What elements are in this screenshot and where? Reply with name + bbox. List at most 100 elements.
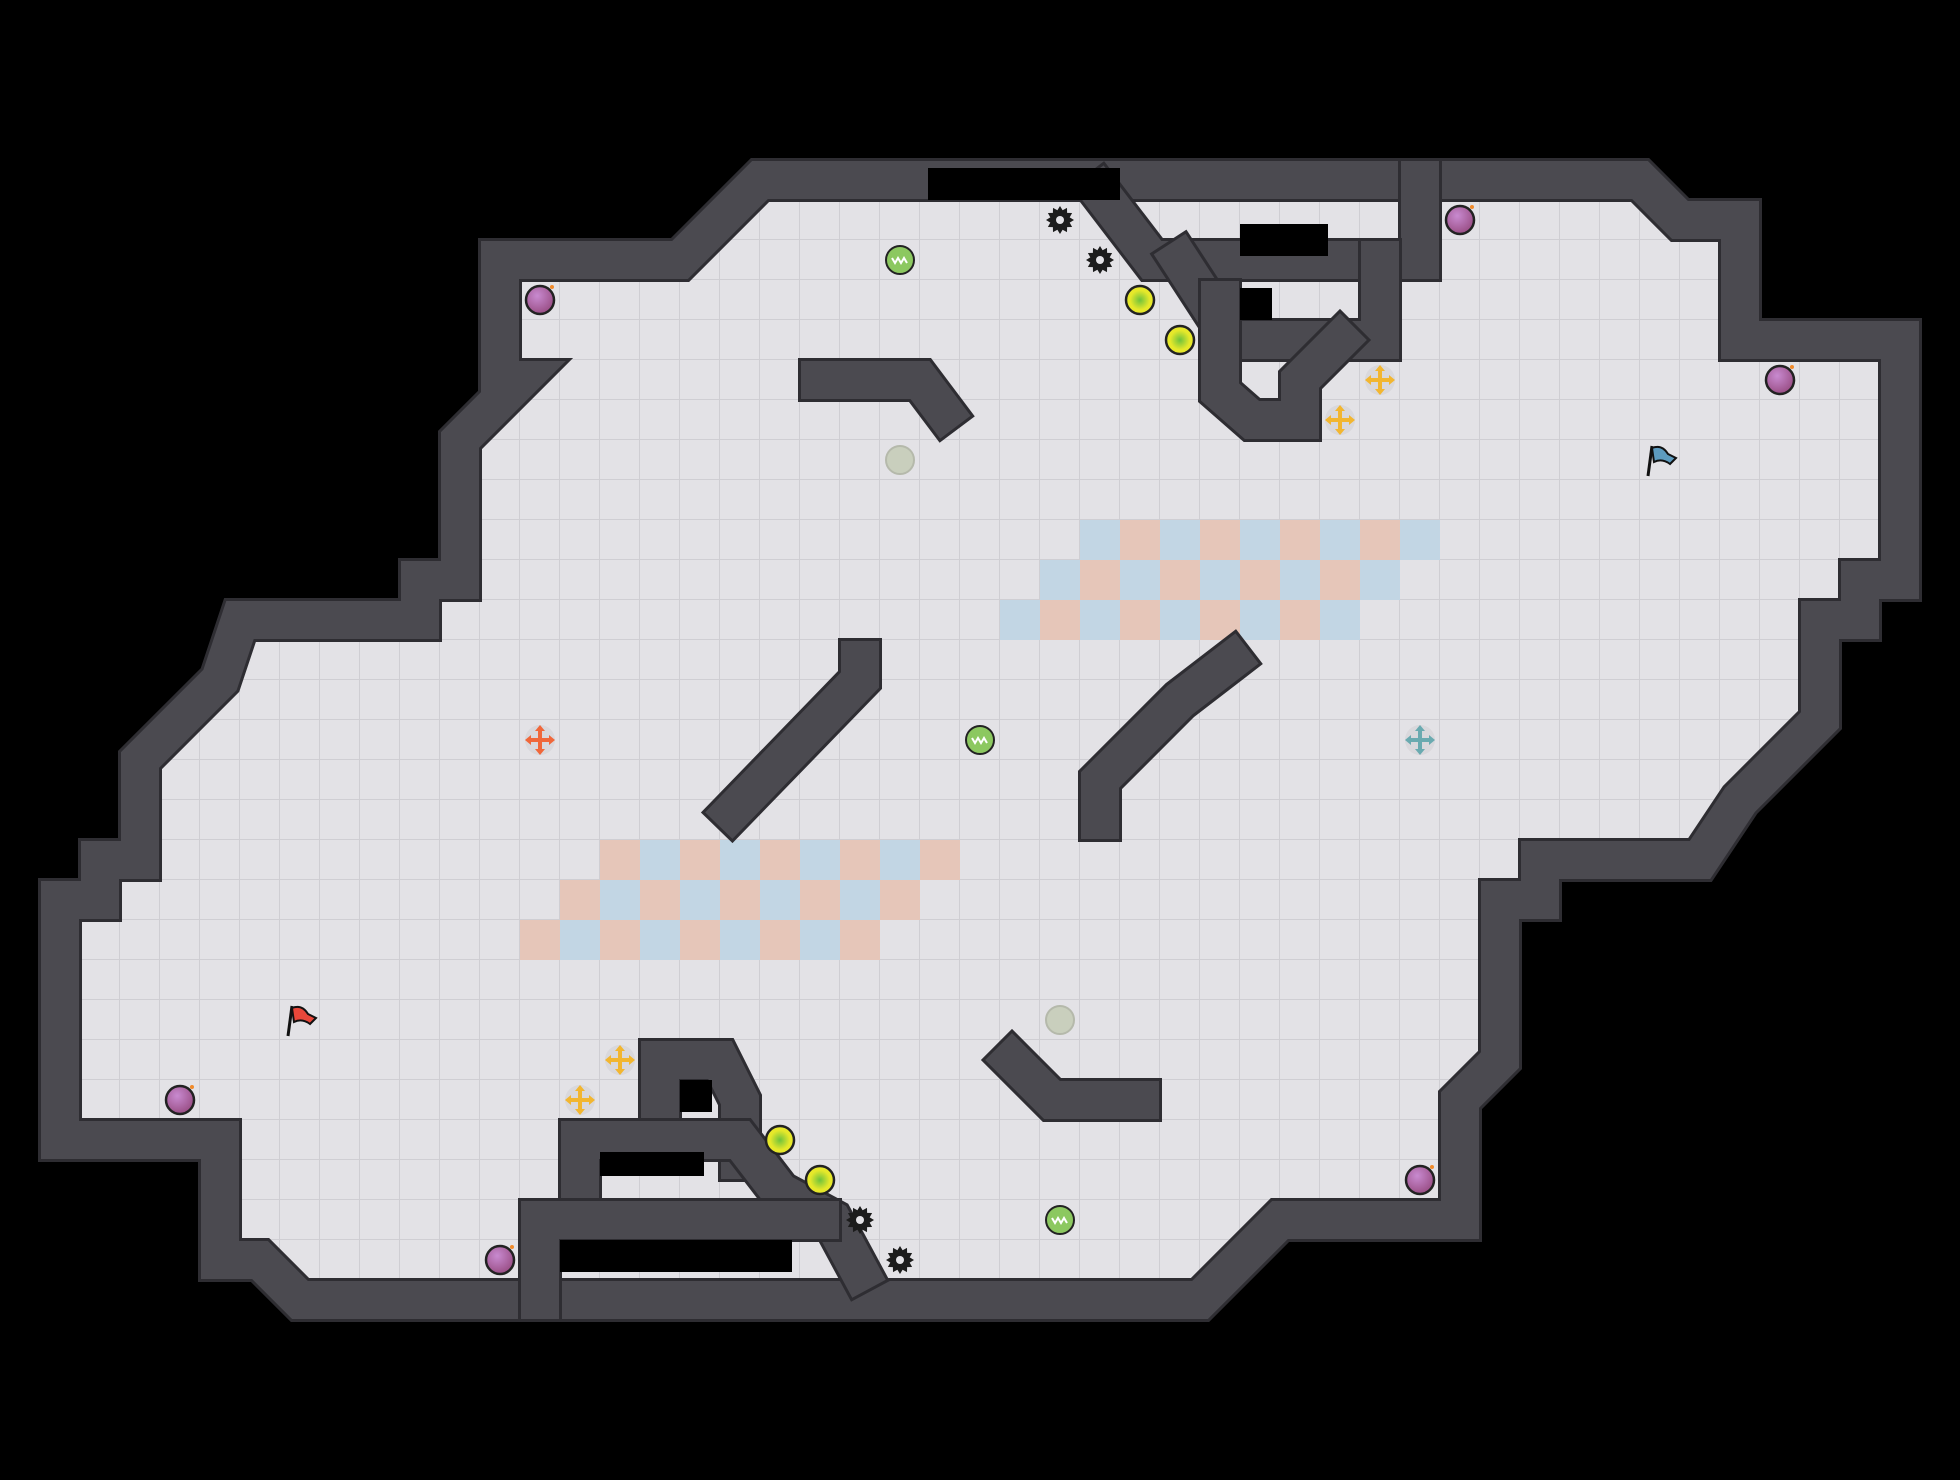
bomb-icon <box>484 1244 516 1276</box>
bomb-fuse <box>510 1245 514 1249</box>
speed-pad-icon <box>965 725 995 755</box>
powerup-body <box>1164 324 1196 356</box>
red-team-tile <box>1040 600 1080 640</box>
red-flag-icon-pole <box>286 1005 294 1037</box>
spike-icon <box>1086 246 1114 274</box>
blue-team-tile <box>1240 600 1280 640</box>
red-team-tile <box>800 880 840 920</box>
blue-team-tile <box>1320 600 1360 640</box>
powerup-icon <box>804 1164 836 1196</box>
void-area <box>1240 224 1328 256</box>
bomb-body <box>1764 364 1796 396</box>
blue-team-tile <box>880 840 920 880</box>
blue-team-tile <box>1360 560 1400 600</box>
spike-icon <box>886 1246 914 1274</box>
blue-flag-icon <box>1646 445 1678 477</box>
blue-team-tile <box>1200 560 1240 600</box>
bomb-icon <box>524 284 556 316</box>
red-team-tile <box>560 880 600 920</box>
blue-team-tile <box>720 920 760 960</box>
wall-diagonal-right <box>1081 633 1259 839</box>
spike-center <box>1056 216 1064 224</box>
spike-center <box>856 1216 864 1224</box>
red-team-tile <box>840 920 880 960</box>
wall-top-structure-c <box>1201 281 1367 439</box>
blue-boost-icon <box>1405 725 1435 755</box>
blue-flag-icon-pole <box>1646 445 1654 477</box>
powerup-icon <box>1124 284 1156 316</box>
spike-icon <box>846 1206 874 1234</box>
speed-pad-stripes <box>891 256 908 265</box>
powerup-body <box>804 1164 836 1196</box>
bomb-icon <box>164 1084 196 1116</box>
red-team-tile <box>1120 600 1160 640</box>
boost-icon-arrows <box>605 1045 635 1075</box>
bomb-fuse <box>1470 205 1474 209</box>
red-team-tile <box>1080 560 1120 600</box>
blue-team-tile <box>1280 560 1320 600</box>
boost-icon <box>1325 405 1355 435</box>
button-icon <box>885 445 915 475</box>
bomb-body <box>164 1084 196 1116</box>
wall-top-structure-a <box>1073 161 1439 279</box>
powerup-icon <box>764 1124 796 1156</box>
red-team-tile <box>760 920 800 960</box>
bomb-icon <box>1404 1164 1436 1196</box>
red-flag-icon-cloth <box>290 1005 318 1026</box>
powerup-body <box>764 1124 796 1156</box>
blue-boost-icon-arrows <box>1405 725 1435 755</box>
red-team-tile <box>1280 600 1320 640</box>
red-team-tile <box>880 880 920 920</box>
wall-diagonal-left <box>705 641 879 839</box>
red-team-tile <box>1120 520 1160 560</box>
speed-pad-icon <box>885 245 915 275</box>
blue-team-tile <box>600 880 640 920</box>
bomb-body <box>524 284 556 316</box>
speed-pad-stripes <box>1051 1216 1068 1225</box>
speed-pad-stripes <box>971 736 988 745</box>
bomb-icon <box>1444 204 1476 236</box>
spike-center <box>896 1256 904 1264</box>
blue-team-tile <box>1240 520 1280 560</box>
red-team-tile <box>760 840 800 880</box>
bomb-body <box>484 1244 516 1276</box>
red-team-tile <box>600 920 640 960</box>
void-area <box>560 1240 792 1272</box>
red-team-tile <box>640 880 680 920</box>
red-team-tile <box>1240 560 1280 600</box>
blue-team-tile <box>640 840 680 880</box>
powerup-body <box>1124 284 1156 316</box>
button-body <box>885 445 915 475</box>
button-body <box>1045 1005 1075 1035</box>
boost-icon <box>1365 365 1395 395</box>
red-team-tile <box>720 880 760 920</box>
blue-team-tile <box>1400 520 1440 560</box>
wall-bar-top <box>801 361 971 439</box>
red-team-tile <box>1360 520 1400 560</box>
blue-team-tile <box>1040 560 1080 600</box>
bomb-body <box>1404 1164 1436 1196</box>
red-boost-icon <box>525 725 555 755</box>
entities-layer <box>164 204 1796 1276</box>
blue-team-tile <box>840 880 880 920</box>
speed-pad-icon <box>1045 1205 1075 1235</box>
bomb-fuse <box>1790 365 1794 369</box>
boost-icon <box>565 1085 595 1115</box>
outer-wall <box>41 161 1919 1319</box>
red-team-tile <box>680 840 720 880</box>
team-tiles-layer <box>520 520 1440 960</box>
blue-team-tile <box>640 920 680 960</box>
void-area <box>928 168 1120 200</box>
red-team-tile <box>600 840 640 880</box>
boost-icon <box>605 1045 635 1075</box>
boost-icon-arrows <box>565 1085 595 1115</box>
bomb-fuse <box>550 285 554 289</box>
blue-team-tile <box>1320 520 1360 560</box>
blue-team-tile <box>1080 520 1120 560</box>
blue-team-tile <box>760 880 800 920</box>
boost-icon-arrows <box>1325 405 1355 435</box>
bomb-body <box>1444 204 1476 236</box>
wall-bottom-structure-c <box>521 1201 839 1319</box>
blue-team-tile <box>560 920 600 960</box>
